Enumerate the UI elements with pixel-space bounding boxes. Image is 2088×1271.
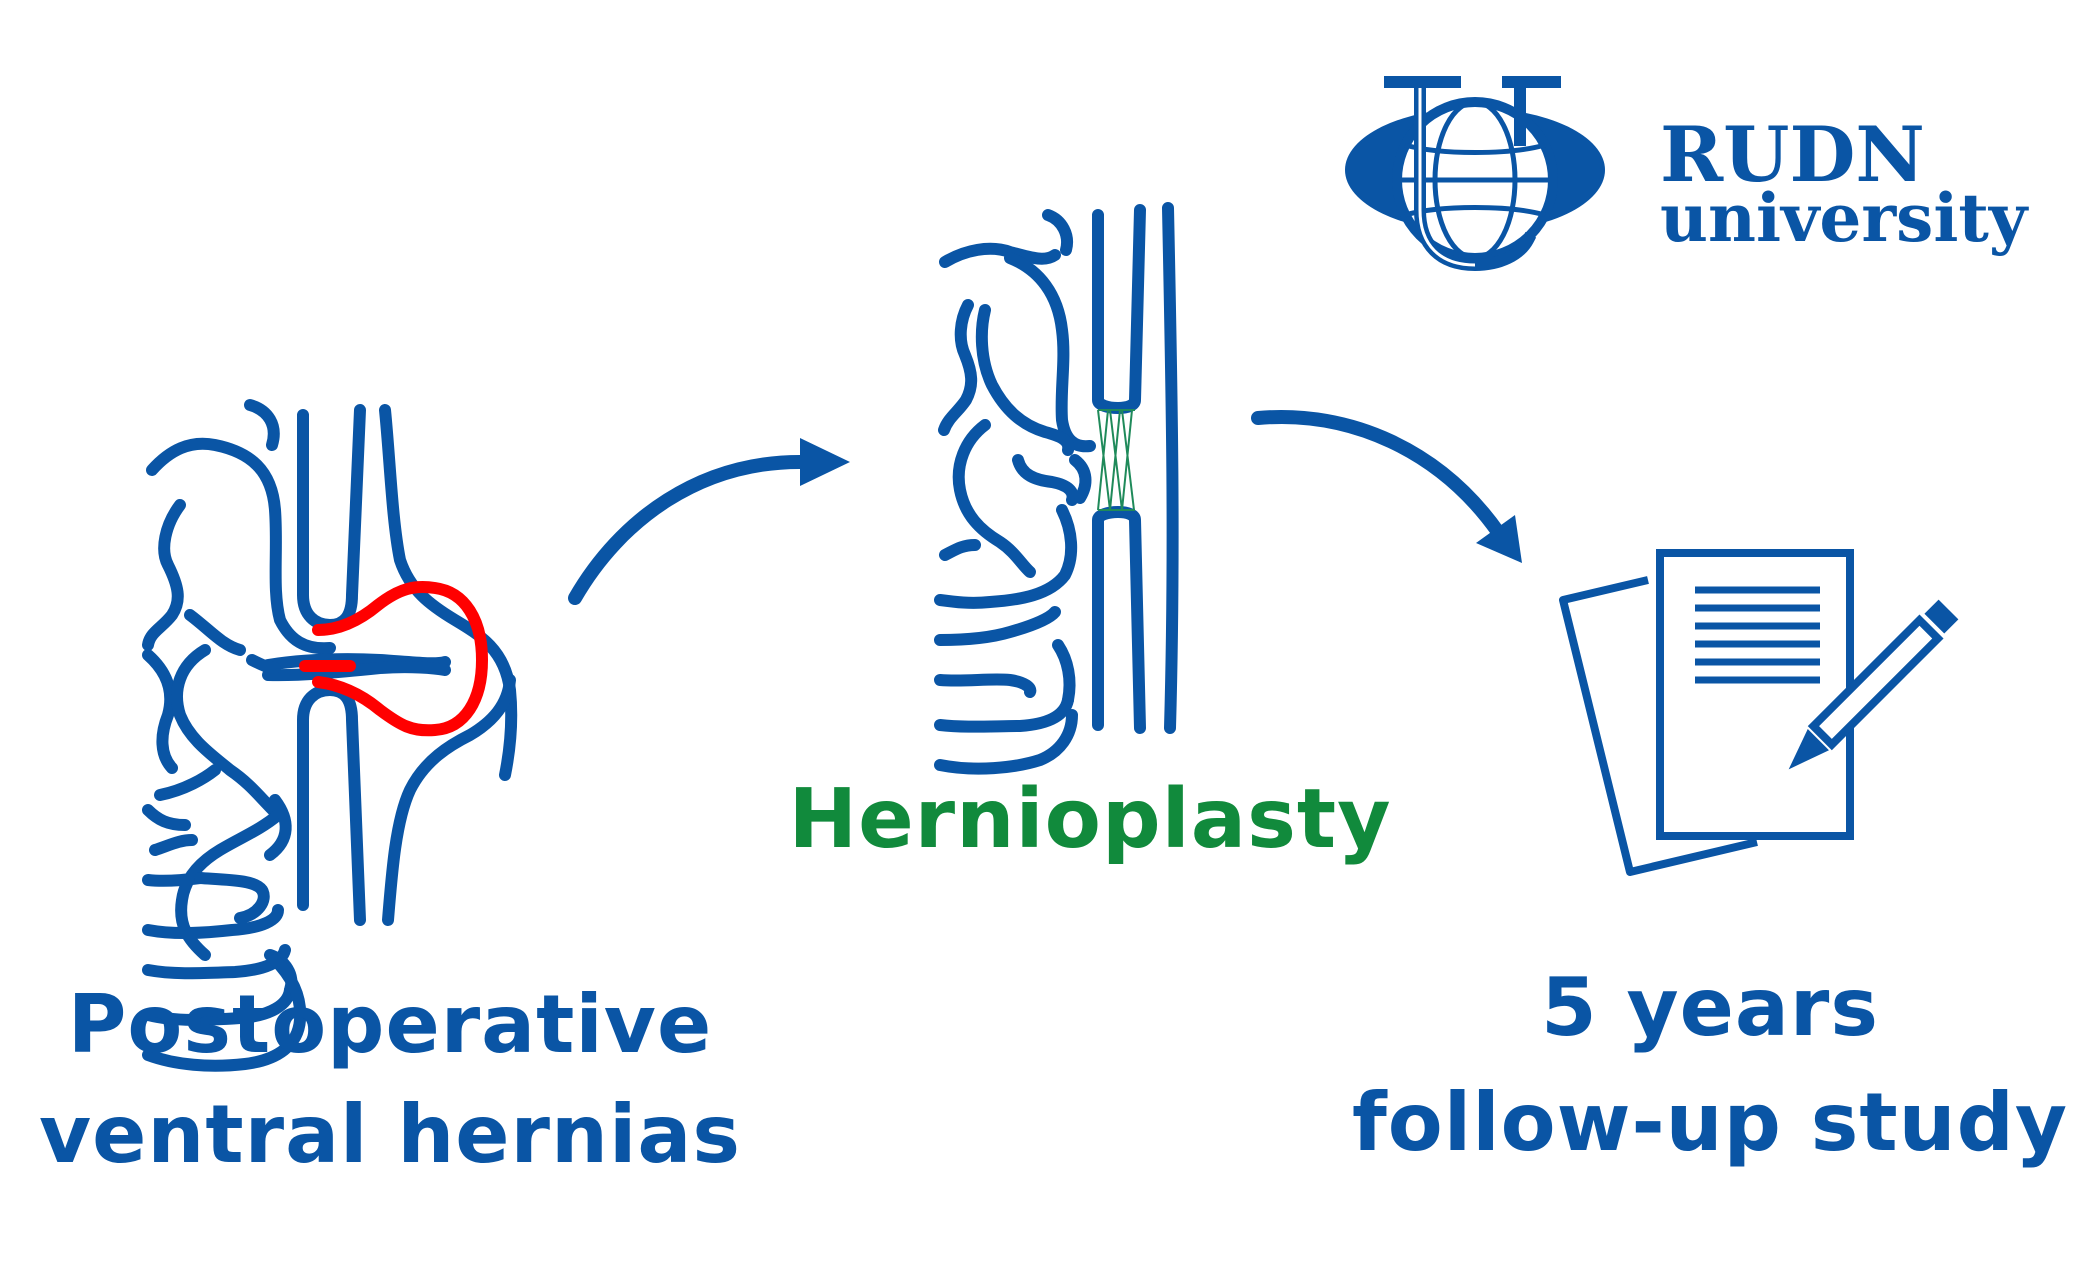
hernioplasty-mesh-icon — [934, 202, 1179, 775]
rudn-globe-logo — [1345, 76, 1605, 272]
step-label-line: follow-up study — [1352, 1076, 2068, 1169]
mesh-implant — [1097, 409, 1135, 511]
hernia-sac-highlight — [299, 581, 489, 737]
logo-subtitle: university — [1660, 179, 2028, 257]
step-label-hernia: Postoperative ventral hernias — [20, 970, 760, 1190]
step-label-line: Postoperative — [67, 978, 713, 1071]
step-label-line: 5 years — [1541, 961, 1879, 1054]
arrow-to-follow-up — [1251, 410, 1522, 563]
arrow-to-hernioplasty — [568, 438, 850, 605]
ventral-hernia-icon — [142, 399, 518, 1072]
step-label-follow-up: 5 years follow-up study — [1340, 950, 2080, 1180]
step-label-line: Hernioplasty — [788, 772, 1392, 867]
logo-title: RUDN — [1660, 110, 1925, 199]
step-label-hernioplasty: Hernioplasty — [780, 765, 1400, 875]
step-label-line: ventral hernias — [39, 1088, 741, 1181]
document-pencil-icon — [1559, 549, 1959, 876]
